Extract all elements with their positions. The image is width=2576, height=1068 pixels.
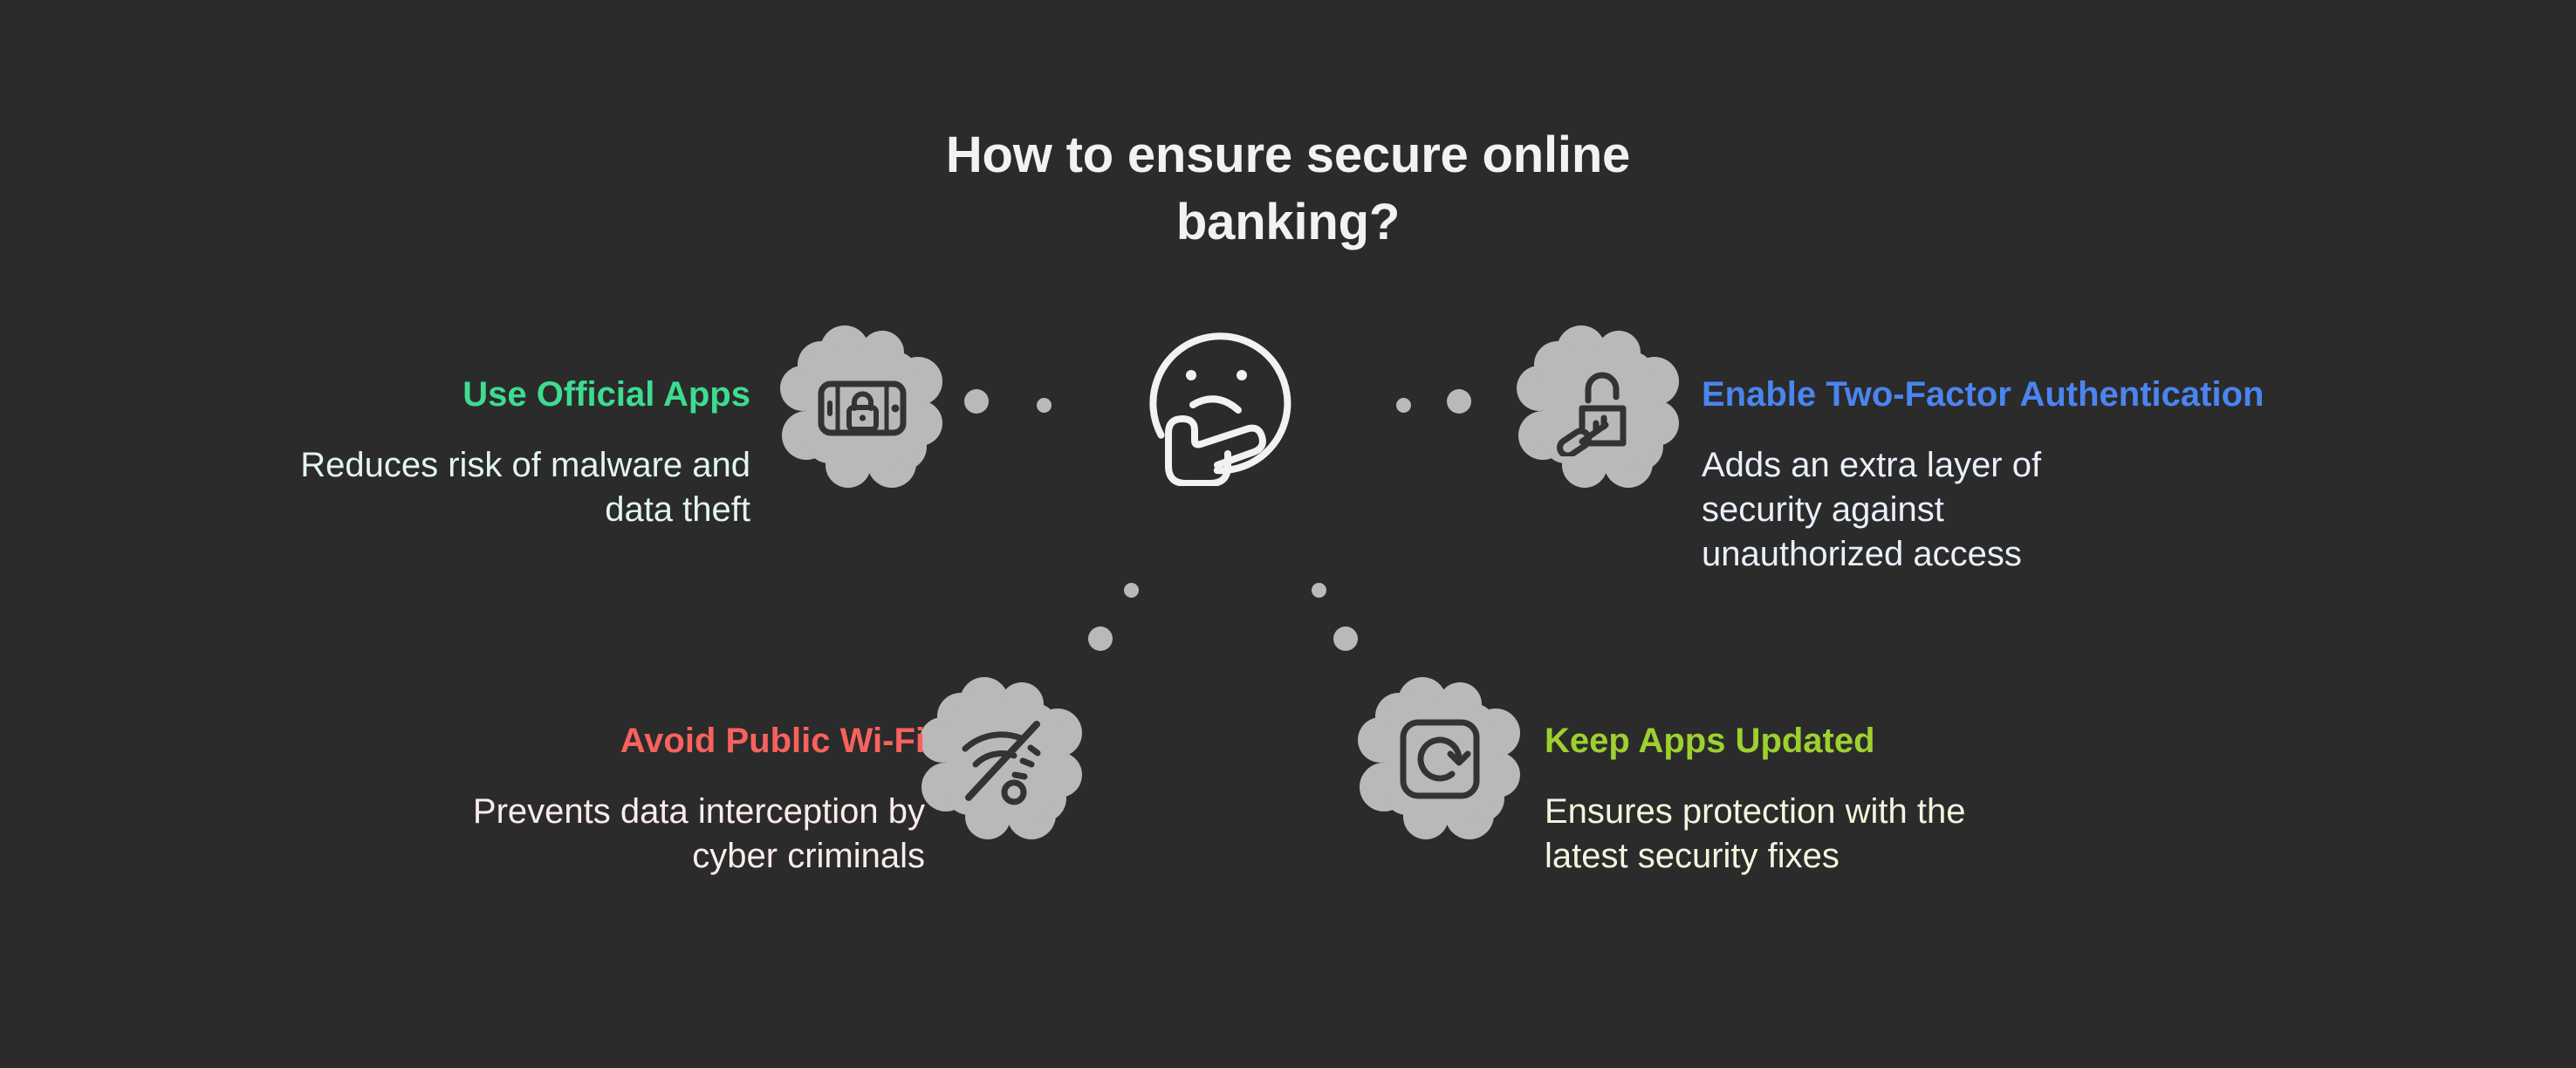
phone-lock-icon-badge	[780, 325, 942, 488]
wifi-off-icon-badge	[920, 677, 1082, 839]
branch-heading-apps-updated: Keep Apps Updated	[1545, 722, 1875, 760]
branch-heading-public-wifi: Avoid Public Wi-Fi	[620, 722, 925, 760]
phone-lock-icon	[784, 329, 941, 486]
connector-dot-small	[1037, 398, 1052, 413]
branch-public-wifi: Avoid Public Wi-Fi Prevents data interce…	[166, 720, 925, 879]
thinking-face-icon	[1130, 307, 1309, 487]
app-update-refresh-icon-badge	[1358, 677, 1520, 839]
connector-dot-large	[1447, 389, 1471, 414]
branch-body-apps-updated: Ensures protection with the latest secur…	[1545, 792, 1966, 876]
unlocked-padlock-key-icon	[1520, 329, 1677, 486]
wifi-off-icon	[923, 681, 1080, 838]
branch-heading-official-apps: Use Official Apps	[462, 375, 750, 414]
connector-dot-small	[1124, 583, 1139, 598]
branch-official-apps: Use Official Apps Reduces risk of malwar…	[35, 373, 750, 532]
connector-dot-large	[964, 389, 989, 414]
branch-body-public-wifi: Prevents data interception by cyber crim…	[472, 792, 925, 876]
connector-dot-small	[1396, 398, 1411, 413]
connector-dot-small	[1312, 583, 1326, 598]
page-title: How to ensure secure online banking?	[945, 127, 1631, 250]
branch-apps-updated: Keep Apps Updated Ensures protection wit…	[1545, 720, 2330, 879]
connector-dot-large	[1088, 626, 1113, 651]
unlocked-padlock-key-icon-badge	[1517, 325, 1679, 488]
branch-body-official-apps: Reduces risk of malware and data theft	[300, 446, 750, 530]
branch-body-two-factor: Adds an extra layer of security against …	[1702, 446, 2042, 574]
branch-heading-two-factor: Enable Two-Factor Authentication	[1702, 375, 2264, 414]
connector-dot-large	[1333, 626, 1358, 651]
app-update-refresh-icon	[1361, 681, 1518, 838]
branch-two-factor: Enable Two-Factor Authentication Adds an…	[1702, 373, 2548, 578]
cloud-blob-shape	[780, 325, 942, 488]
